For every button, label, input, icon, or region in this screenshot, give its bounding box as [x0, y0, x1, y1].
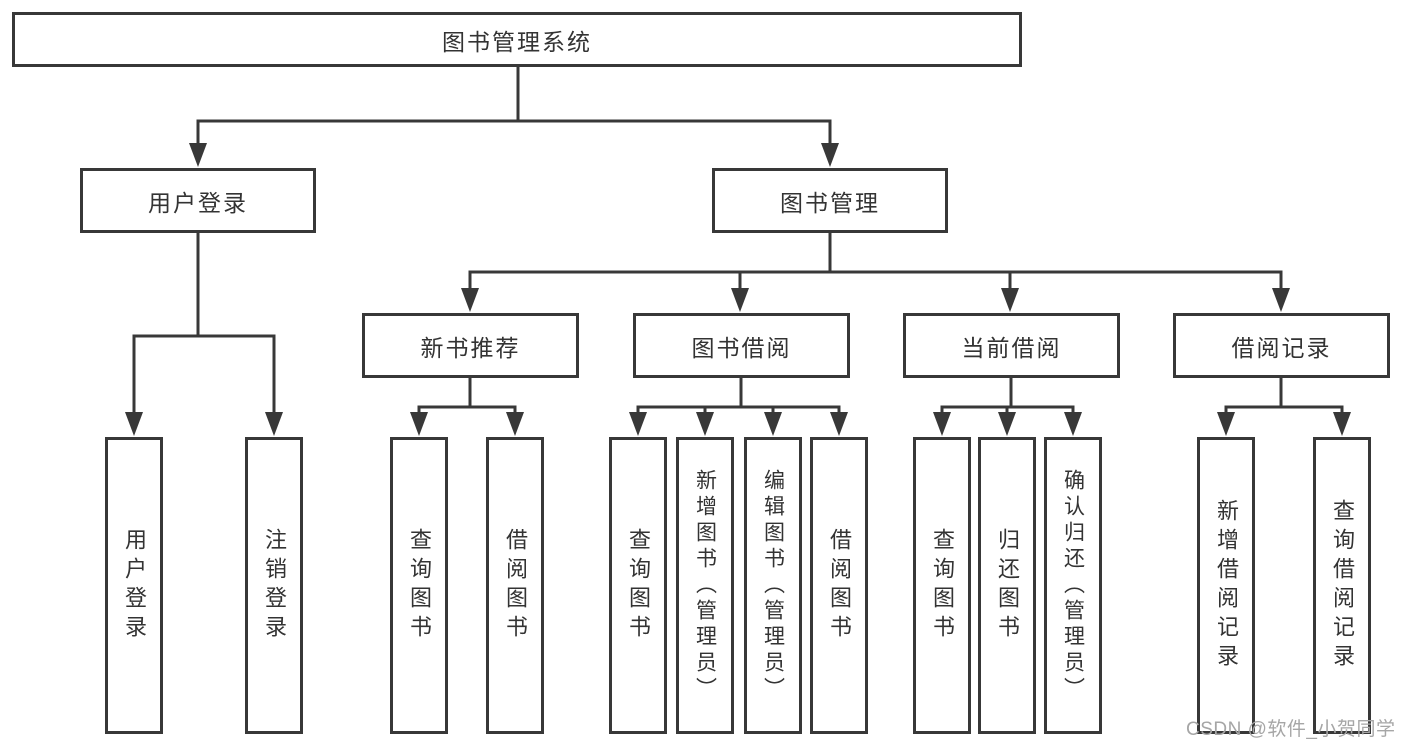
node-user-login-label: 用户登录 — [148, 189, 248, 216]
arrow-down-icon — [410, 412, 428, 436]
leaf-records-add-record-label: 新增借阅记录 — [1214, 498, 1239, 673]
arrow-down-icon — [764, 412, 782, 436]
leaf-borrow-edit-books-label: 编辑图书（管理员） — [761, 468, 785, 703]
arrow-down-icon — [1333, 412, 1351, 436]
leaf-records-query-record-label: 查询借阅记录 — [1330, 498, 1355, 673]
arrow-down-icon — [821, 143, 839, 167]
leaf-borrow-add-books: 新增图书（管理员） — [676, 437, 734, 734]
leaf-current-return-books-label: 归还图书 — [995, 527, 1020, 644]
leaf-recommend-query-books-label: 查询图书 — [407, 527, 432, 644]
leaf-user-login: 用户登录 — [105, 437, 163, 734]
csdn-watermark: CSDN @软件_小贺同学 — [1186, 719, 1396, 740]
leaf-logout: 注销登录 — [245, 437, 303, 734]
arrow-down-icon — [1064, 412, 1082, 436]
arrow-down-icon — [1217, 412, 1235, 436]
leaf-current-return-books: 归还图书 — [978, 437, 1036, 734]
arrow-down-icon — [998, 412, 1016, 436]
node-borrow-records-label: 借阅记录 — [1231, 334, 1332, 361]
arrow-down-icon — [461, 288, 479, 312]
arrow-down-icon — [696, 412, 714, 436]
leaf-current-confirm-return-label: 确认归还（管理员） — [1061, 468, 1085, 703]
node-book-borrow: 图书借阅 — [633, 313, 850, 378]
node-new-book-recommend: 新书推荐 — [362, 313, 579, 378]
node-current-borrow-label: 当前借阅 — [961, 334, 1062, 361]
node-root-label: 图书管理系统 — [442, 28, 592, 55]
arrow-down-icon — [1001, 288, 1019, 312]
leaf-borrow-query-books: 查询图书 — [609, 437, 667, 734]
arrow-down-icon — [265, 412, 283, 436]
node-user-login: 用户登录 — [80, 168, 316, 233]
arrow-down-icon — [830, 412, 848, 436]
leaf-borrow-add-books-label: 新增图书（管理员） — [693, 468, 717, 703]
node-borrow-records: 借阅记录 — [1173, 313, 1390, 378]
leaf-records-query-record: 查询借阅记录 — [1313, 437, 1371, 734]
node-book-management-label: 图书管理 — [780, 189, 880, 216]
node-new-book-recommend-label: 新书推荐 — [420, 334, 521, 361]
node-book-management: 图书管理 — [712, 168, 948, 233]
arrow-down-icon — [506, 412, 524, 436]
leaf-user-login-label: 用户登录 — [122, 527, 147, 644]
leaf-current-confirm-return: 确认归还（管理员） — [1044, 437, 1102, 734]
leaf-recommend-borrow-books-label: 借阅图书 — [503, 527, 528, 644]
leaf-logout-label: 注销登录 — [262, 527, 287, 644]
node-root: 图书管理系统 — [12, 12, 1022, 67]
arrow-down-icon — [189, 143, 207, 167]
node-current-borrow: 当前借阅 — [903, 313, 1120, 378]
leaf-records-add-record: 新增借阅记录 — [1197, 437, 1255, 734]
leaf-recommend-query-books: 查询图书 — [390, 437, 448, 734]
leaf-borrow-borrow-books: 借阅图书 — [810, 437, 868, 734]
arrow-down-icon — [933, 412, 951, 436]
arrow-down-icon — [125, 412, 143, 436]
leaf-borrow-borrow-books-label: 借阅图书 — [827, 527, 852, 644]
arrow-down-icon — [731, 288, 749, 312]
leaf-current-query-books: 查询图书 — [913, 437, 971, 734]
leaf-recommend-borrow-books: 借阅图书 — [486, 437, 544, 734]
leaf-current-query-books-label: 查询图书 — [930, 527, 955, 644]
arrow-down-icon — [1272, 288, 1290, 312]
leaf-borrow-edit-books: 编辑图书（管理员） — [744, 437, 802, 734]
leaf-borrow-query-books-label: 查询图书 — [626, 527, 651, 644]
node-book-borrow-label: 图书借阅 — [691, 334, 792, 361]
arrow-down-icon — [629, 412, 647, 436]
